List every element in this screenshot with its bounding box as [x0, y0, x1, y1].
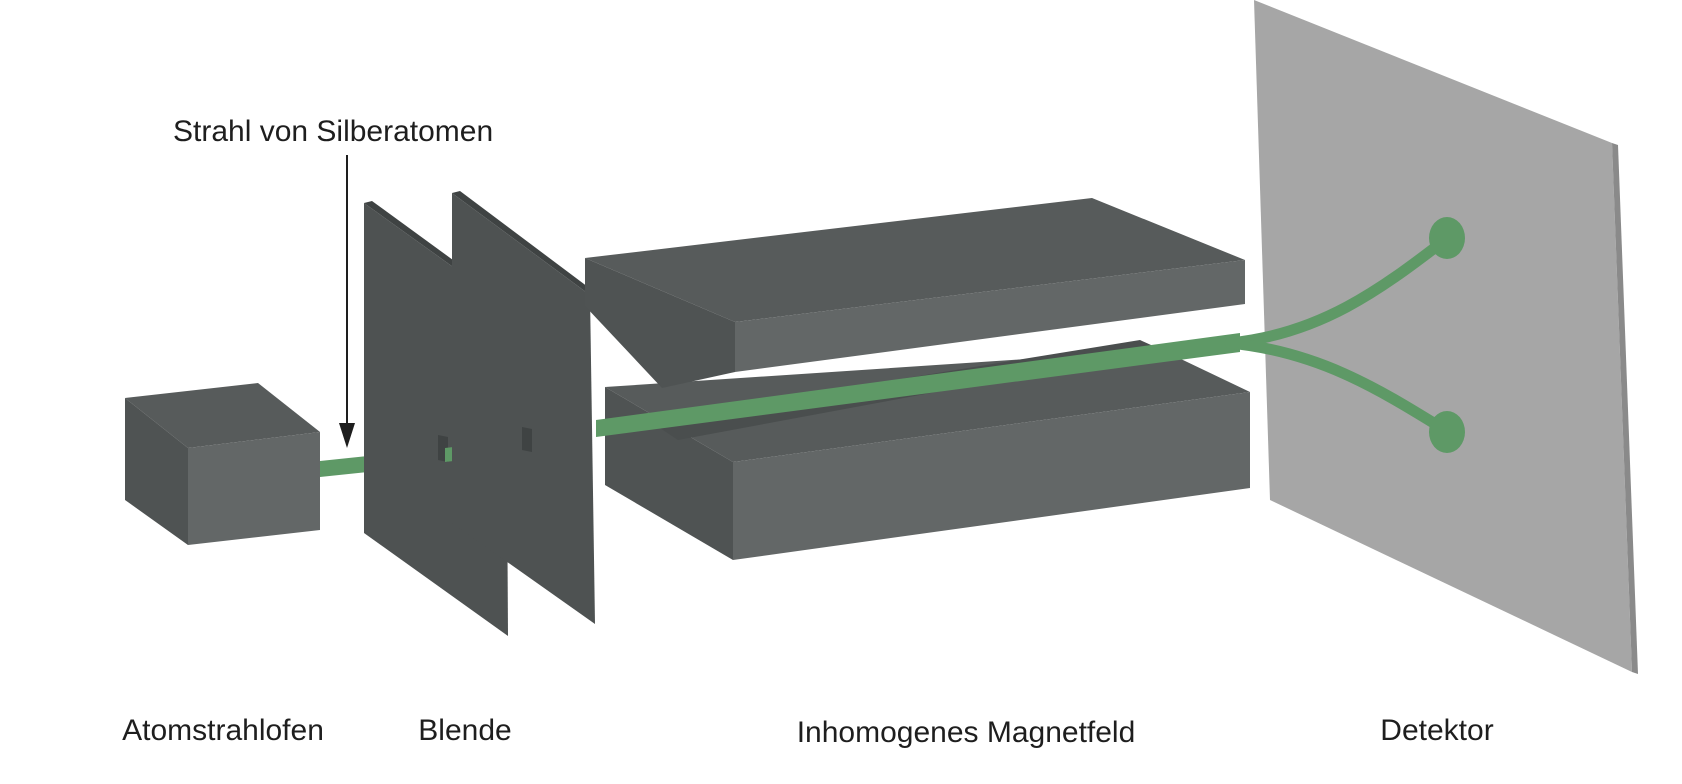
magnet-upper-top — [585, 198, 1245, 322]
magnet-label: Inhomogenes Magnetfeld — [796, 716, 1136, 749]
detector-screen — [1254, 0, 1638, 674]
magnet-lower-front — [733, 392, 1250, 560]
detector-face — [1254, 0, 1632, 672]
atom-beam — [596, 217, 1465, 453]
arrowhead-icon — [339, 423, 355, 448]
magnet-upper-front — [735, 260, 1245, 372]
beam-branch-upper — [1224, 234, 1451, 349]
detector-label: Detektor — [1380, 714, 1494, 747]
magnet-upper-side — [585, 258, 735, 388]
oven-front — [188, 432, 320, 545]
beam-pointer-arrow — [339, 155, 355, 448]
beam-segment-magnet — [596, 333, 1240, 437]
beam-branch-lower — [1224, 337, 1451, 436]
oven-side — [125, 398, 188, 545]
aperture-plate-2 — [452, 191, 596, 624]
atom-oven — [125, 383, 320, 545]
beam-label: Strahl von Silberatomen — [173, 115, 494, 148]
detector-spot-lower — [1429, 411, 1465, 453]
magnet-upper — [585, 198, 1245, 388]
detector-edge — [1612, 143, 1638, 674]
aperture-label: Blende — [418, 714, 512, 747]
magnet-lower-top — [605, 350, 1250, 462]
oven-top — [125, 383, 320, 448]
detector-spot-upper — [1429, 217, 1465, 259]
oven-label: Atomstrahlofen — [122, 714, 324, 747]
